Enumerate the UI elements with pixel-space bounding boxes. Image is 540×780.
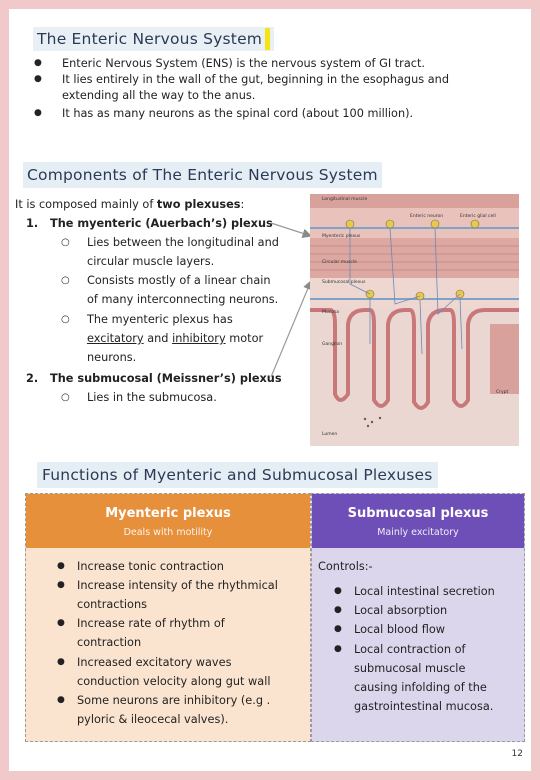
item1-sub-2: Consists mostly of a linear chain	[87, 274, 271, 287]
submucosal-item-4-end: gastrointestinal mucosa.	[354, 700, 494, 713]
submucosal-item-3: ●Local blood flow	[334, 620, 445, 639]
components-lead: It is composed mainly of two plexuses:	[15, 198, 245, 211]
item2-sub-1: Lies in the submucosa.	[87, 391, 217, 404]
submucosal-controls: Controls:-	[318, 560, 373, 573]
intro-bullet-2-cont: extending all the way to the anus.	[62, 89, 256, 102]
label-submucosal: Submucosal plexus	[322, 280, 366, 285]
item2-number: 2.	[26, 372, 39, 385]
gut-wall-figure: Longitudinal muscle Enteric neuron Enter…	[310, 194, 519, 446]
myenteric-item-4-cont: conduction velocity along gut wall	[77, 675, 271, 688]
gut-wall-illustration	[310, 194, 519, 428]
myenteric-column: Myenteric plexus Deals with motility ●In…	[25, 493, 311, 742]
bullet-dot-icon: ●	[334, 644, 342, 654]
submucosal-item-4-cont2: causing infolding of the	[354, 681, 487, 694]
circle-bullet-icon: ○	[61, 392, 70, 403]
bullet-dot-icon: ●	[34, 74, 42, 84]
label-crypt: Crypt	[496, 390, 509, 395]
myenteric-item-5: ●Some neurons are inhibitory (e.g .	[57, 691, 270, 710]
item1-sub-3-end: neurons.	[87, 351, 137, 364]
submucosal-item-1: ●Local intestinal secretion	[334, 582, 495, 601]
section-title-ens: The Enteric Nervous System	[33, 27, 275, 51]
label-myenteric: Myenteric plexus	[322, 234, 361, 239]
item1-sub-1: Lies between the longitudinal and	[87, 236, 279, 249]
bullet-dot-icon: ●	[57, 657, 65, 667]
submucosal-column: Submucosal plexus Mainly excitatory Cont…	[311, 493, 525, 742]
label-enteric-glial: Enteric glial cell	[460, 214, 496, 219]
label-circular: Circular muscle	[322, 260, 357, 265]
page-number: 12	[511, 749, 523, 759]
intro-bullet-1: ● Enteric Nervous System (ENS) is the ne…	[34, 57, 425, 70]
bullet-dot-icon: ●	[57, 580, 65, 590]
myenteric-header: Myenteric plexus Deals with motility	[26, 494, 310, 548]
item1-title: The myenteric (Auerbach’s) plexus	[50, 217, 273, 230]
label-longitudinal: Longitudinal muscle	[322, 197, 368, 202]
circle-bullet-icon: ○	[61, 314, 70, 325]
highlight-mark	[265, 28, 271, 50]
bullet-dot-icon: ●	[334, 624, 342, 634]
myenteric-item-1: ●Increase tonic contraction	[57, 557, 224, 576]
bullet-dot-icon: ●	[57, 561, 65, 571]
bullet-dot-icon: ●	[34, 58, 42, 68]
page: The Enteric Nervous System ● Enteric Ner…	[9, 9, 531, 771]
item1-number: 1.	[26, 217, 39, 230]
submucosal-header: Submucosal plexus Mainly excitatory	[312, 494, 524, 548]
label-mucosa: Mucosa	[322, 310, 340, 315]
section-title-components: Components of The Enteric Nervous System	[23, 162, 382, 188]
label-enteric-neuron: Enteric neuron	[410, 214, 444, 219]
intro-bullet-3: ● It has as many neurons as the spinal c…	[34, 107, 414, 120]
pointer-arrows	[270, 222, 313, 378]
item1-sub-3-cont: excitatory and inhibitory motor	[87, 332, 264, 345]
intro-bullet-2: ● It lies entirely in the wall of the gu…	[34, 73, 449, 86]
bullet-dot-icon: ●	[334, 605, 342, 615]
myenteric-item-4: ●Increased excitatory waves	[57, 653, 231, 672]
circle-bullet-icon: ○	[61, 275, 70, 286]
label-lumen: Lumen	[322, 432, 338, 437]
myenteric-item-2: ●Increase intensity of the rhythmical	[57, 576, 278, 595]
submucosal-item-4-cont: submucosal muscle	[354, 662, 466, 675]
item2-title: The submucosal (Meissner’s) plexus	[50, 372, 282, 385]
label-ganglion: Ganglion	[322, 342, 343, 347]
item1-sub-1-cont: circular muscle layers.	[87, 255, 215, 268]
myenteric-item-5-cont: pyloric & ileocecal valves).	[77, 713, 229, 726]
bullet-dot-icon: ●	[334, 586, 342, 596]
myenteric-item-2-cont: contractions	[77, 598, 148, 611]
myenteric-item-3: ●Increase rate of rhythm of	[57, 614, 225, 633]
circle-bullet-icon: ○	[61, 237, 70, 248]
submucosal-item-2: ●Local absorption	[334, 601, 447, 620]
bullet-dot-icon: ●	[57, 618, 65, 628]
arrow-to-myenteric	[270, 222, 313, 238]
item1-sub-3: The myenteric plexus has	[87, 313, 233, 326]
bullet-dot-icon: ●	[57, 695, 65, 705]
bullet-dot-icon: ●	[34, 108, 42, 118]
item1-sub-2-cont: of many interconnecting neurons.	[87, 293, 279, 306]
myenteric-item-3-cont: contraction	[77, 636, 142, 649]
section-title-functions: Functions of Myenteric and Submucosal Pl…	[37, 462, 438, 488]
arrow-to-submucosal	[270, 279, 313, 378]
submucosal-item-4: ●Local contraction of	[334, 640, 465, 659]
